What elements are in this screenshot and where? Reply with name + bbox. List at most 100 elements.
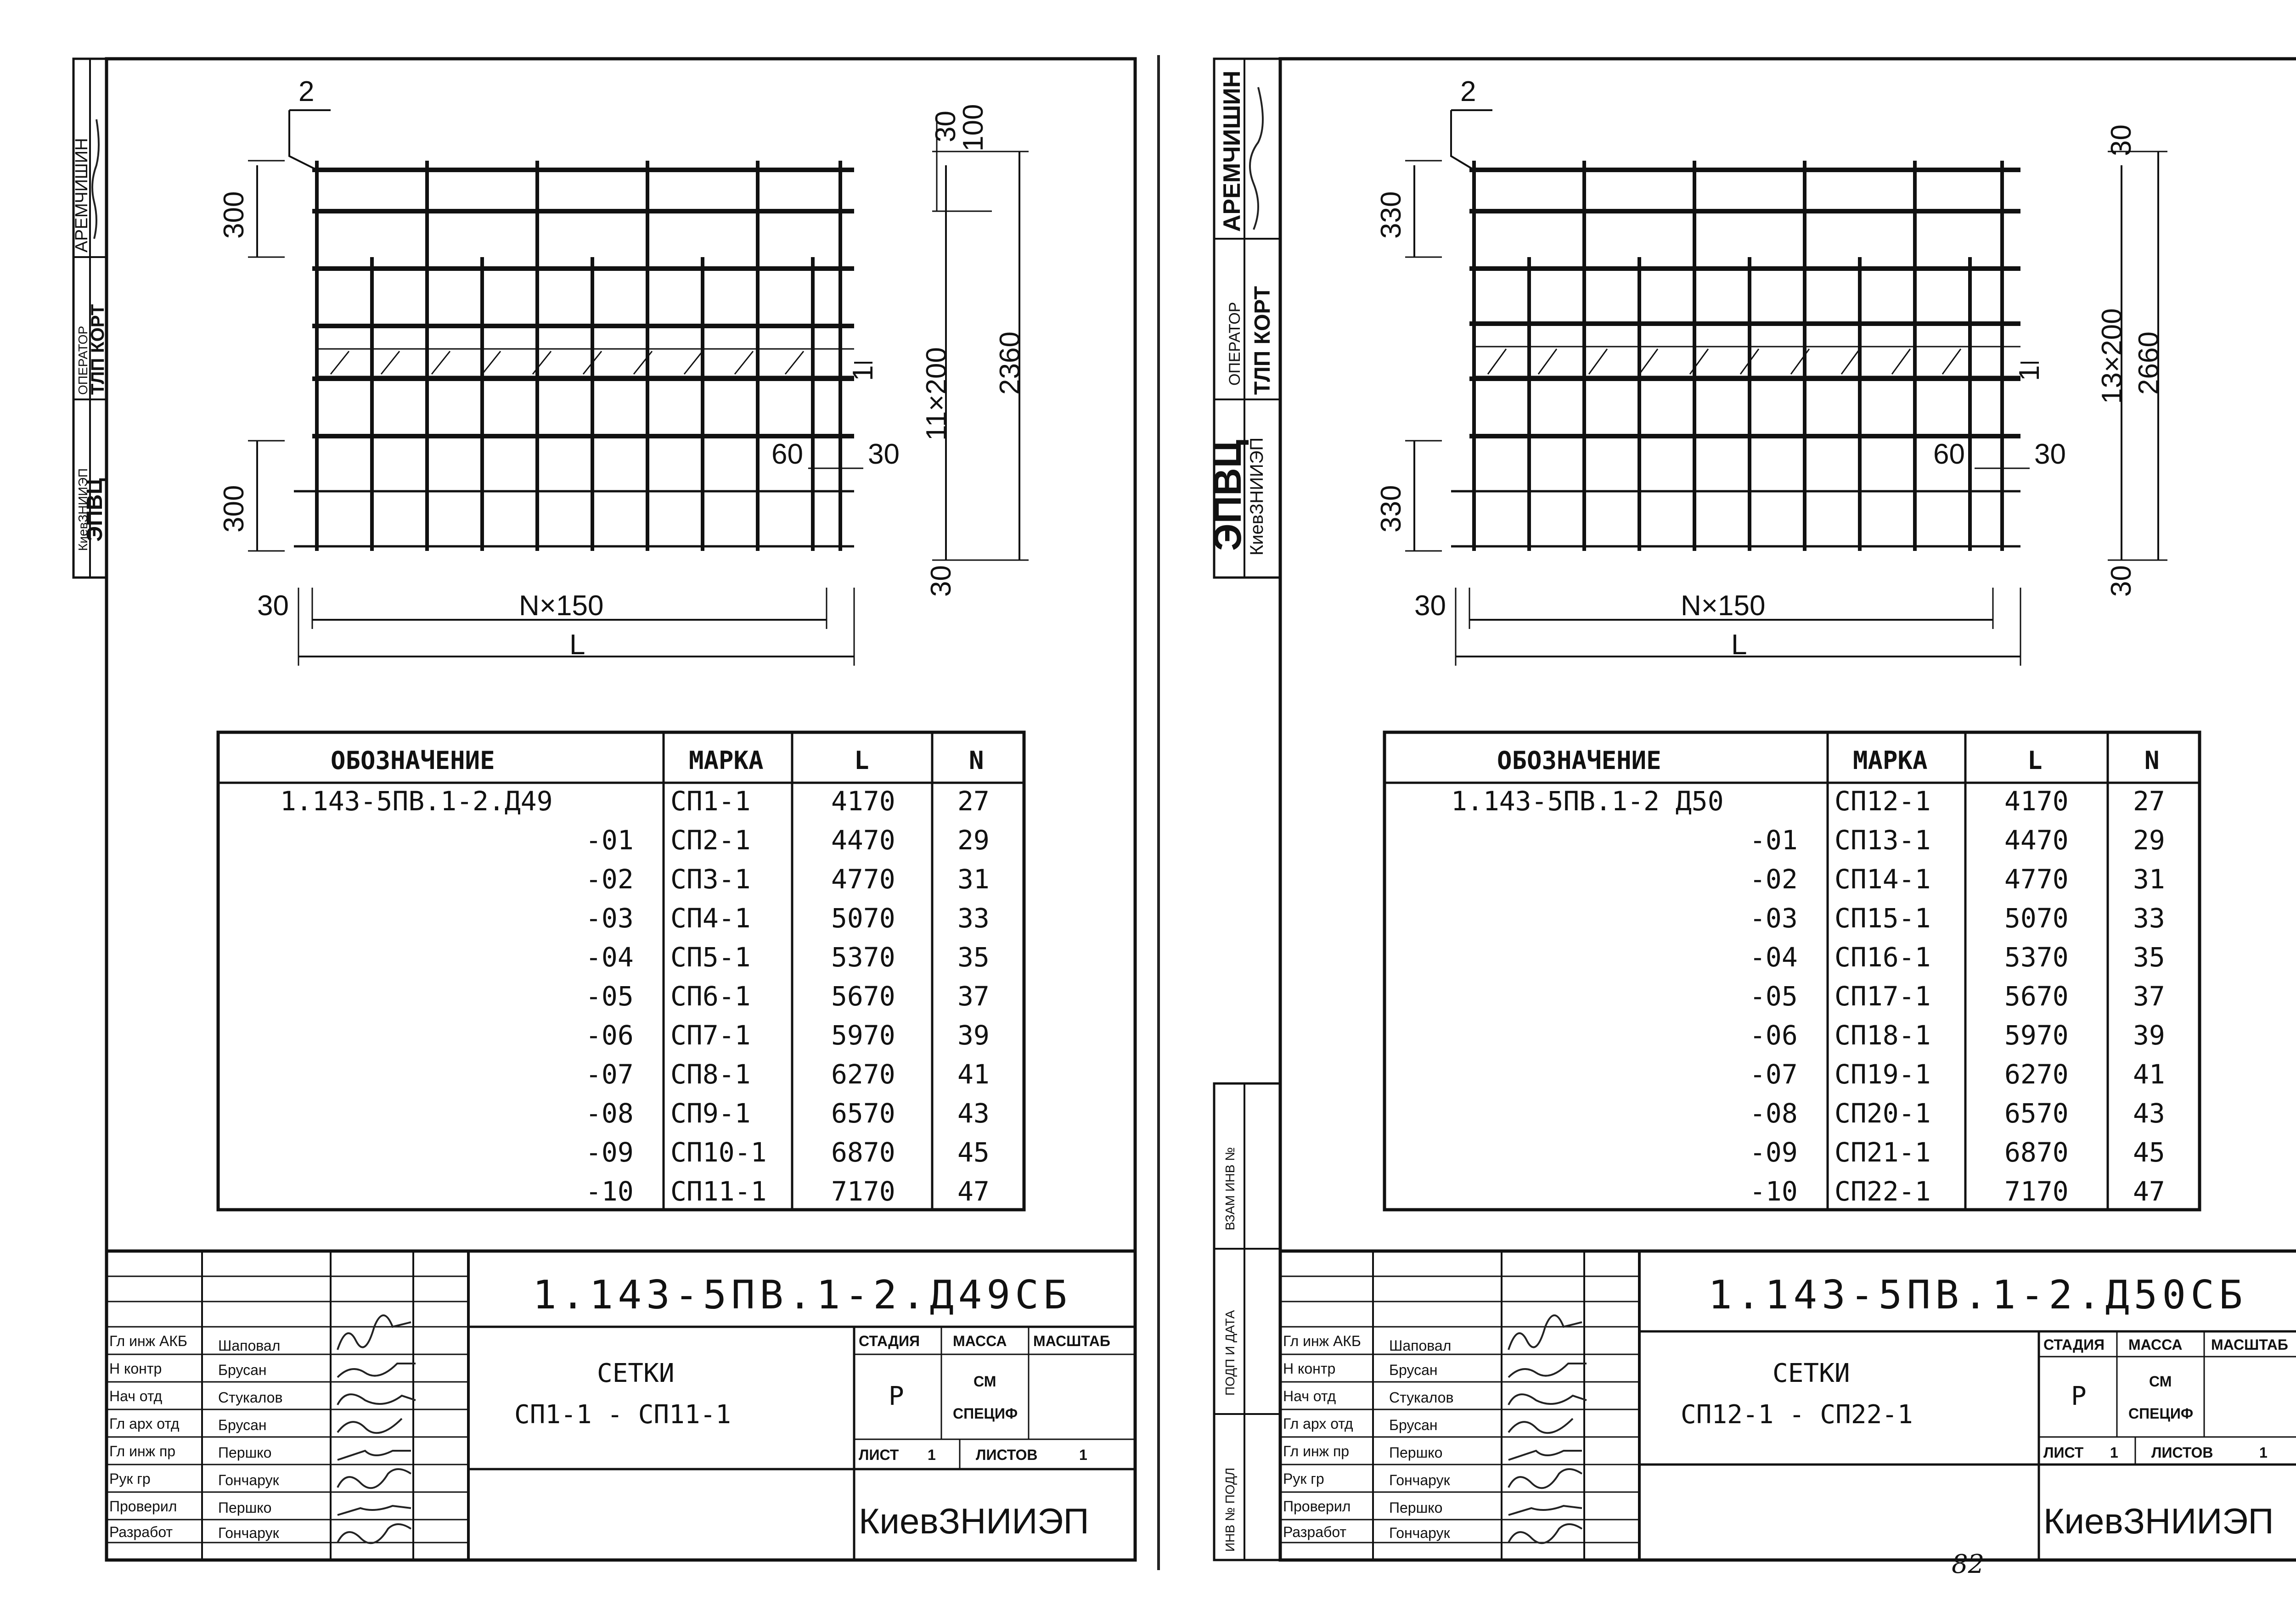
- cell-designation: -02: [1750, 864, 1798, 895]
- mass-label: МАССА: [953, 1333, 1007, 1349]
- stamp-name: АРЕМЧИШИН: [1219, 71, 1245, 232]
- mass-value-2: СПЕЦИФ: [2128, 1405, 2193, 1422]
- mass-value-1: СМ: [2149, 1373, 2172, 1390]
- cell-mark: СП7-1: [670, 1020, 751, 1051]
- role-name: Першко: [1389, 1444, 1442, 1461]
- page-number: 82: [1952, 1549, 1985, 1579]
- cell-N: 39: [2133, 1020, 2165, 1051]
- th-designation: ОБОЗНАЧЕНИЕ: [331, 746, 495, 775]
- cell-designation: -05: [1750, 981, 1798, 1012]
- cell-mark: СП20-1: [1835, 1098, 1931, 1129]
- signature-roles: Гл инж АКБ Шаповал Н контр Брусан Нач от…: [1283, 1333, 1453, 1541]
- sheet-left: ЭПВЦ КиевЗНИИЭП ОПЕРАТОР ТЛП КОРТ АРЕМЧИ…: [72, 57, 1137, 1562]
- role-label: Н контр: [109, 1360, 162, 1377]
- dim-top-bar: 30: [2105, 124, 2137, 156]
- cell-L: 6870: [831, 1137, 895, 1168]
- table-row: 1.143-5ПВ.1-2.Д49 СП1-1 4170 27: [280, 786, 990, 817]
- cell-mark: СП11-1: [670, 1176, 767, 1207]
- dim-mid: 11×200: [921, 347, 952, 441]
- cell-designation: -02: [585, 864, 634, 895]
- handwritten-signatures: [337, 1314, 416, 1544]
- sheets-value: 1: [1079, 1447, 1087, 1463]
- org-name: КиевЗНИИЭП: [859, 1501, 1089, 1541]
- cell-L: 7170: [831, 1176, 895, 1207]
- sheet-value: 1: [2110, 1444, 2118, 1461]
- cell-L: 5670: [831, 981, 895, 1012]
- dim-left-bottom: 300: [218, 485, 250, 533]
- role-label: Гл арх отд: [109, 1415, 180, 1432]
- role-label: Нач отд: [1283, 1388, 1336, 1404]
- cell-mark: СП5-1: [670, 942, 751, 973]
- th-L: L: [2027, 746, 2043, 775]
- cell-L: 7170: [2004, 1176, 2069, 1207]
- sheets-label: ЛИСТОВ: [2151, 1444, 2213, 1461]
- table-row: -05 СП6-1 5670 37: [585, 981, 990, 1012]
- cell-N: 31: [2133, 864, 2165, 895]
- table-row: -07 СП8-1 6270 41: [585, 1059, 990, 1090]
- cell-mark: СП15-1: [1835, 903, 1931, 934]
- table-row: -07 СП19-1 6270 41: [1750, 1059, 2165, 1090]
- stamp-org-sub: КиевЗНИИЭП: [1247, 438, 1267, 556]
- role-name: Шаповал: [1389, 1337, 1451, 1354]
- title-block: [1280, 1249, 2296, 1560]
- cell-mark: СП1-1: [670, 786, 751, 817]
- stamp-org-sub: КиевЗНИИЭП: [76, 468, 90, 551]
- stamp-name: АРЕМЧИШИН: [72, 138, 91, 253]
- cell-L: 4470: [831, 825, 895, 856]
- registry-sign-date-label: ПОДП И ДАТА: [1223, 1310, 1237, 1396]
- cell-N: 33: [957, 903, 990, 934]
- registry-orig-label: ИНВ № ПОДЛ: [1223, 1468, 1237, 1552]
- cell-mark: СП3-1: [670, 864, 751, 895]
- cell-N: 45: [2133, 1137, 2165, 1168]
- th-mark: МАРКА: [689, 746, 764, 775]
- table-row: -09 СП10-1 6870 45: [585, 1137, 990, 1168]
- scale-label: МАСШТАБ: [1033, 1333, 1110, 1349]
- dim-L: L: [569, 629, 585, 661]
- registry-column: [1213, 1082, 1282, 1561]
- title-block: [107, 1249, 1135, 1560]
- cell-N: 47: [2133, 1176, 2165, 1207]
- table-row: -10 СП22-1 7170 47: [1750, 1176, 2165, 1207]
- cell-designation: -09: [1750, 1137, 1798, 1168]
- cell-N: 39: [957, 1020, 990, 1051]
- role-label: Гл инж пр: [1283, 1443, 1349, 1459]
- cell-designation: -10: [585, 1176, 634, 1207]
- cell-L: 6270: [2004, 1059, 2069, 1090]
- table-row: -06 СП7-1 5970 39: [585, 1020, 990, 1051]
- dim-total: 2660: [2133, 331, 2165, 395]
- cell-L: 6570: [831, 1098, 895, 1129]
- cell-designation: -04: [1750, 942, 1798, 973]
- role-label: Гл инж пр: [109, 1443, 175, 1459]
- doc-title-line1: СЕТКИ: [597, 1358, 675, 1388]
- spec-table-body: 1.143-5ПВ.1-2 Д50 СП12-1 4170 27 -01 СП1…: [1451, 786, 2165, 1207]
- th-L: L: [854, 746, 869, 775]
- stage-value: Р: [2071, 1381, 2087, 1411]
- stamp-role: ОПЕРАТОР: [1226, 302, 1244, 386]
- role-label: Проверил: [109, 1498, 177, 1515]
- table-row: -03 СП4-1 5070 33: [585, 903, 990, 934]
- pos-1-label: 1: [847, 365, 879, 381]
- doc-title-line2: СП12-1 - СП22-1: [1681, 1400, 1913, 1430]
- role-name: Брусан: [218, 1417, 267, 1433]
- dim-30-bottom-right: 30: [2105, 565, 2137, 597]
- doc-title-line2: СП1-1 - СП11-1: [514, 1400, 731, 1430]
- dim-60: 60: [1933, 438, 1965, 470]
- role-name: Гончарук: [218, 1472, 280, 1488]
- cell-mark: СП19-1: [1835, 1059, 1931, 1090]
- cell-designation: -05: [585, 981, 634, 1012]
- dim-left-top: 330: [1375, 191, 1407, 239]
- role-label: Разработ: [109, 1524, 173, 1540]
- role-name: Гончарук: [1389, 1525, 1451, 1541]
- cell-N: 47: [957, 1176, 990, 1207]
- cell-L: 4470: [2004, 825, 2069, 856]
- role-name: Шаповал: [218, 1337, 280, 1354]
- dim-top-step: 100: [957, 104, 989, 152]
- role-label: Рук гр: [109, 1470, 151, 1487]
- cell-N: 43: [2133, 1098, 2165, 1129]
- cell-mark: СП4-1: [670, 903, 751, 934]
- doc-code: 1.143-5ПВ.1-2.Д50СБ: [1708, 1272, 2247, 1318]
- cell-mark: СП8-1: [670, 1059, 751, 1090]
- fold-line: [1157, 55, 1160, 1570]
- spec-table: ОБОЗНАЧЕНИЕ МАРКА L N: [1383, 730, 2201, 1212]
- cell-mark: СП2-1: [670, 825, 751, 856]
